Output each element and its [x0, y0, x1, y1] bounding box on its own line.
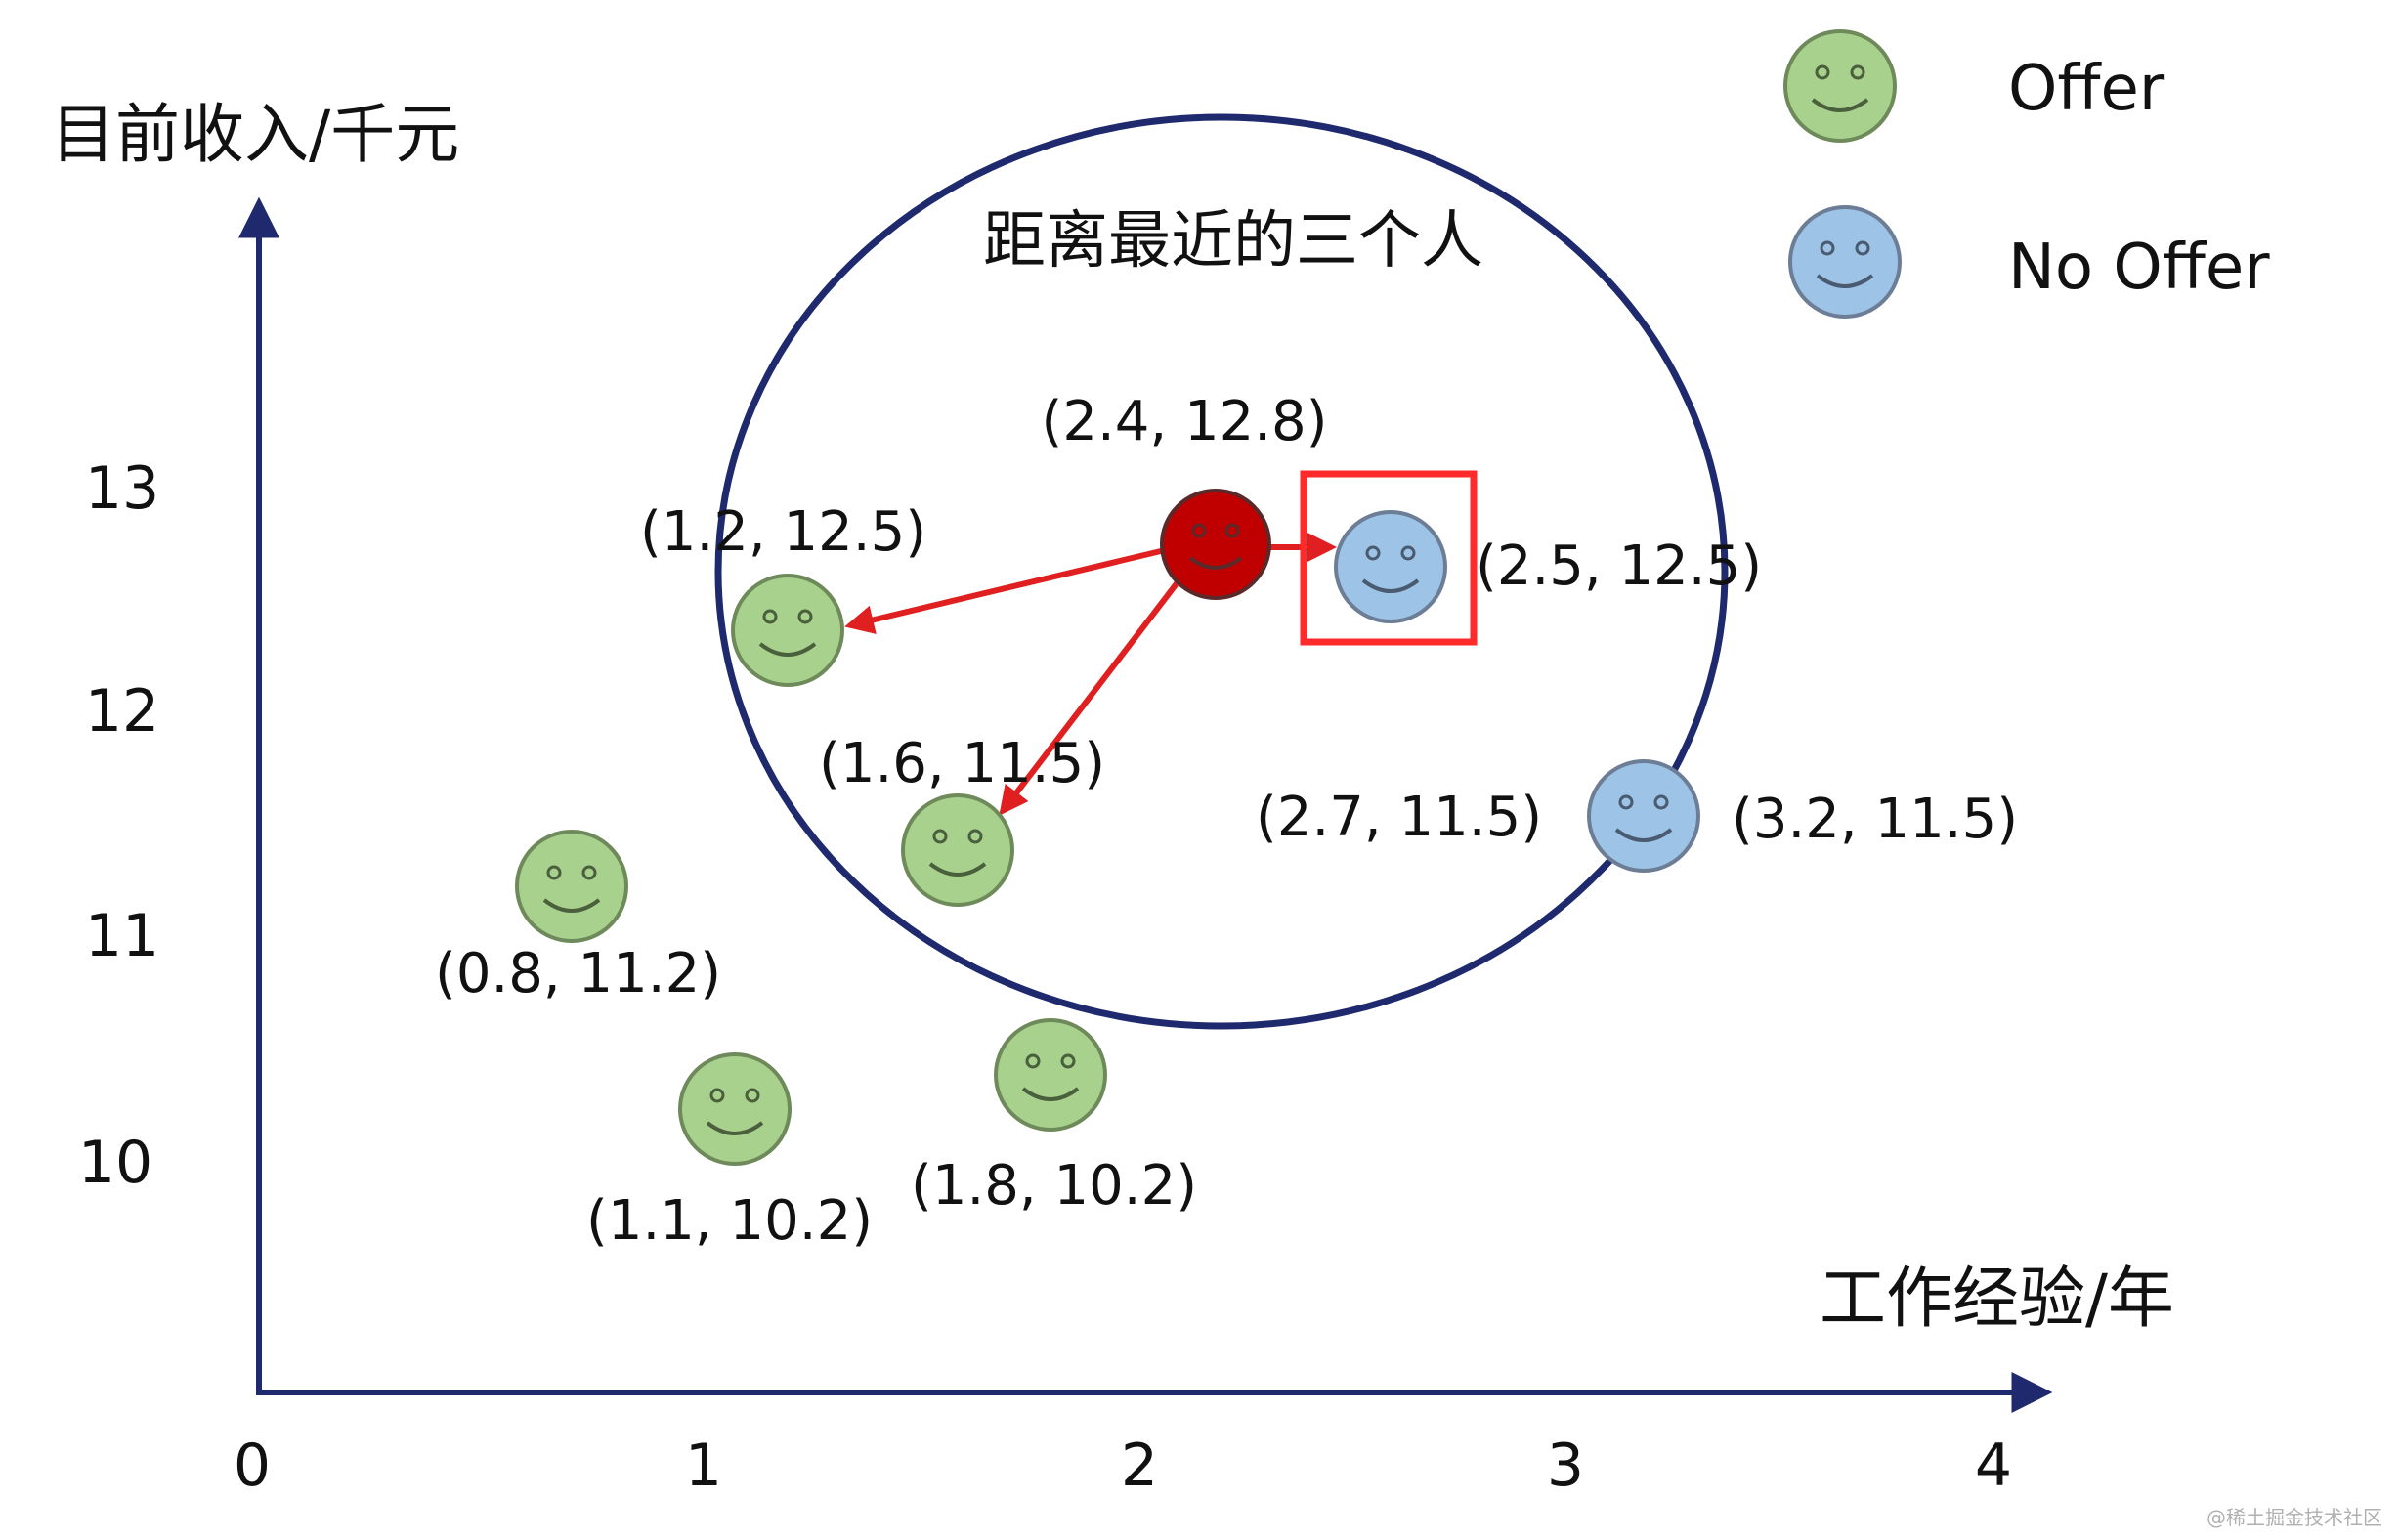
smiley-mouth — [1021, 1087, 1080, 1101]
smiley-face-green — [731, 574, 844, 687]
smiley-eye-left — [762, 609, 778, 624]
point-label: (0.8, 11.2) — [435, 942, 721, 1005]
y-tick-13: 13 — [85, 454, 159, 523]
smiley-eye-left — [709, 1088, 725, 1103]
smiley-eye-right — [967, 829, 983, 844]
smiley-face-blue — [1334, 510, 1447, 623]
smiley-mouth — [1188, 556, 1243, 570]
y-tick-10: 10 — [78, 1129, 152, 1197]
smiley-eye-left — [546, 865, 562, 880]
x-tick-0: 0 — [234, 1432, 271, 1500]
y-tick-11: 11 — [85, 902, 159, 970]
smiley-eye-right — [1855, 240, 1870, 256]
y-tick-12: 12 — [85, 677, 159, 746]
legend-offer-label: Offer — [2008, 53, 2165, 125]
legend-no-offer-swatch — [1788, 205, 1902, 319]
point-query — [1160, 489, 1271, 600]
watermark: @稀土掘金技术社区 — [2207, 1506, 2382, 1529]
point-offer — [994, 1018, 1107, 1132]
smiley-eye-right — [745, 1088, 760, 1103]
smiley-eye-right — [581, 865, 597, 880]
smiley-face-red — [1160, 489, 1271, 600]
smiley-mouth — [542, 898, 601, 913]
point-label: (3.2, 11.5) — [1732, 788, 2018, 851]
x-axis-title: 工作经验/年 — [1820, 1261, 2174, 1338]
smiley-eye-right — [1653, 794, 1669, 810]
legend-offer-swatch — [1783, 29, 1897, 143]
smiley-eye-right — [1850, 64, 1865, 80]
point-label: (1.8, 10.2) — [911, 1154, 1197, 1218]
smiley-face-green — [515, 830, 628, 943]
smiley-eye-right — [1224, 523, 1240, 538]
smiley-eye-left — [1025, 1053, 1041, 1069]
smiley-face-green — [678, 1052, 792, 1166]
smiley-face-green — [1783, 29, 1897, 143]
point-label: (1.2, 12.5) — [640, 500, 926, 564]
x-tick-3: 3 — [1547, 1432, 1584, 1500]
arrow-to-neighbour-2 — [999, 577, 1183, 816]
point-no-offer-nearest — [1334, 510, 1447, 623]
smiley-eye-left — [1191, 523, 1207, 538]
smiley-mouth — [1614, 828, 1673, 842]
smiley-eye-left — [932, 829, 948, 844]
smiley-eye-right — [797, 609, 813, 624]
smiley-eye-left — [1365, 545, 1381, 561]
smiley-face-blue — [1788, 205, 1902, 319]
x-tick-1: 1 — [685, 1432, 722, 1500]
point-offer — [678, 1052, 792, 1166]
smiley-mouth — [706, 1121, 764, 1135]
smiley-face-green — [994, 1018, 1107, 1132]
smiley-mouth — [758, 642, 817, 657]
smiley-mouth — [928, 862, 987, 877]
smiley-eye-left — [1815, 64, 1830, 80]
point-label: (2.4, 12.8) — [1041, 390, 1327, 453]
point-label: (1.6, 11.5) — [819, 732, 1105, 795]
x-tick-2: 2 — [1121, 1432, 1158, 1500]
point-no-offer — [1587, 759, 1700, 873]
smiley-mouth — [1816, 274, 1874, 288]
x-tick-4: 4 — [1975, 1432, 2012, 1500]
smiley-eye-right — [1060, 1053, 1076, 1069]
y-axis-title: 目前收入/千元 — [51, 97, 459, 172]
point-offer-neighbour-2 — [901, 793, 1014, 907]
smiley-face-green — [901, 793, 1014, 907]
smiley-mouth — [1361, 578, 1420, 593]
circle-label: 距离最近的三个人 — [983, 205, 1483, 278]
legend-no-offer-label: No Offer — [2008, 232, 2270, 304]
point-label: (2.7, 11.5) — [1256, 786, 1542, 849]
smiley-face-blue — [1587, 759, 1700, 873]
point-label: (1.1, 10.2) — [586, 1189, 873, 1253]
smiley-mouth — [1811, 98, 1869, 112]
neighbourhood-circle — [714, 113, 1729, 1030]
point-offer-neighbour-1 — [731, 574, 844, 687]
point-label: (2.5, 12.5) — [1476, 535, 1762, 598]
smiley-eye-left — [1618, 794, 1634, 810]
smiley-eye-right — [1400, 545, 1416, 561]
arrow-to-neighbour-1 — [844, 547, 1166, 635]
smiley-eye-left — [1820, 240, 1835, 256]
nearest-highlight-box — [1300, 470, 1478, 646]
point-offer — [515, 830, 628, 943]
